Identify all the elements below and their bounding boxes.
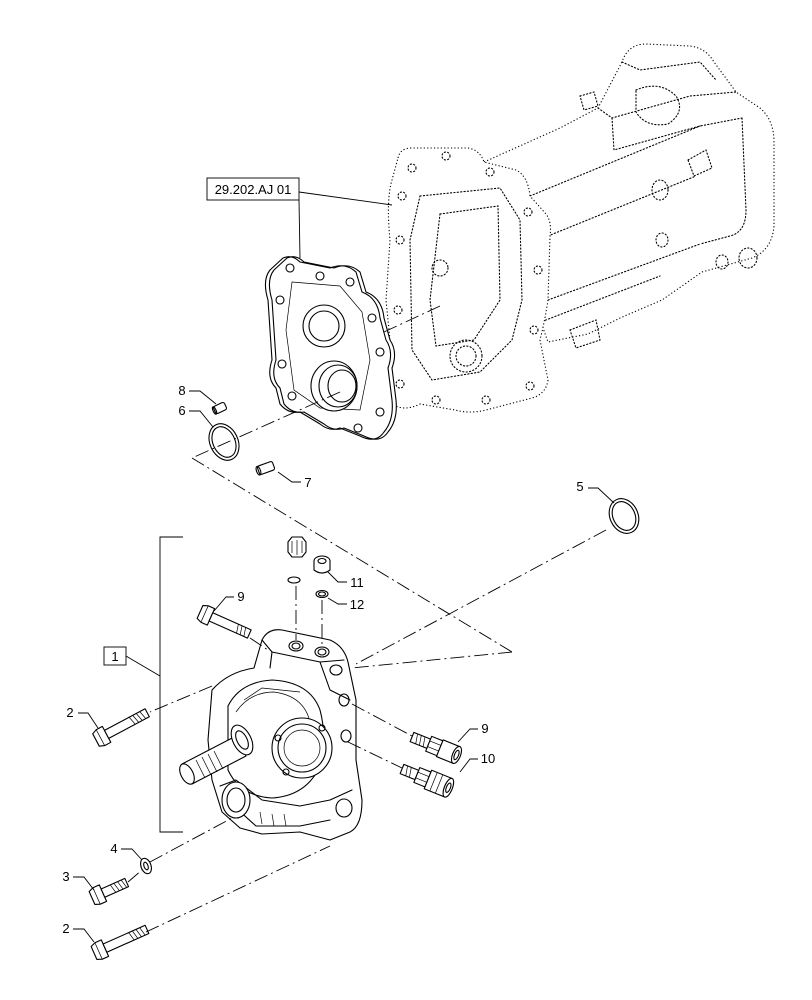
dowel-pin-7 xyxy=(255,461,276,476)
leader-9-right xyxy=(457,728,478,743)
leader-4 xyxy=(121,848,143,861)
callout-4: 4 xyxy=(110,841,117,856)
reference-callout: 29.202.AJ 01 xyxy=(206,177,393,259)
callout-3: 3 xyxy=(62,869,69,884)
transmission-housing xyxy=(385,43,775,413)
leader-11 xyxy=(327,571,347,583)
plug-fitting xyxy=(287,536,307,584)
bolt-2-lower xyxy=(90,924,150,960)
callout-11: 11 xyxy=(350,575,364,590)
assembly-label: 1 xyxy=(111,649,118,664)
o-ring-6 xyxy=(208,423,240,461)
pump-assembly xyxy=(179,629,363,841)
callout-2-lower: 2 xyxy=(62,921,69,936)
assembly-callout: 1 xyxy=(103,646,127,666)
adapter-plate xyxy=(264,256,397,440)
callout-9-right: 9 xyxy=(481,721,488,736)
leader-10 xyxy=(459,758,478,773)
reference-label: 29.202.AJ 01 xyxy=(215,182,292,197)
leader-2-upper xyxy=(78,712,99,729)
bolt-3 xyxy=(88,877,130,905)
o-ring-5 xyxy=(608,498,640,534)
leader-3 xyxy=(73,876,95,891)
leader-7 xyxy=(277,471,301,483)
leader-8 xyxy=(189,390,217,405)
callout-5: 5 xyxy=(576,479,583,494)
plug-11 xyxy=(313,555,331,574)
assembly-box xyxy=(103,646,127,666)
assembly-center-lines xyxy=(127,305,607,933)
leader-2-lower xyxy=(73,928,95,943)
part-callouts: 8 6 7 5 11 12 9 2 9 10 4 3 2 xyxy=(62,383,615,943)
reference-box xyxy=(206,177,300,201)
callout-8: 8 xyxy=(178,383,185,398)
leader-5 xyxy=(588,487,615,504)
callout-6: 6 xyxy=(178,403,185,418)
fitting-9 xyxy=(409,731,463,765)
bolt-2-upper xyxy=(92,708,150,747)
callout-9-upper: 9 xyxy=(237,589,244,604)
callout-10: 10 xyxy=(481,751,495,766)
leader-12 xyxy=(327,597,347,605)
fitting-10 xyxy=(399,763,455,798)
assembly-bracket xyxy=(125,536,183,833)
dowel-pin-8 xyxy=(211,401,228,415)
bolt-9-upper xyxy=(196,605,252,639)
washer-4 xyxy=(140,857,152,875)
leader-9-upper xyxy=(213,596,234,612)
callout-2-upper: 2 xyxy=(66,705,73,720)
callout-12: 12 xyxy=(350,597,364,612)
callout-7: 7 xyxy=(304,475,311,490)
leader-6 xyxy=(189,410,214,428)
o-ring-12 xyxy=(315,589,329,599)
